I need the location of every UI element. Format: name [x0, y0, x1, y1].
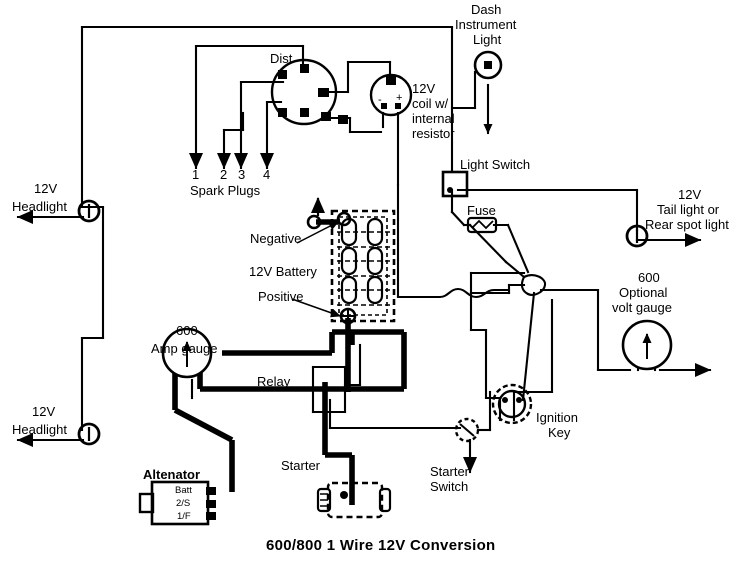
dash-light-label-line1: Dash [471, 2, 502, 17]
light-switch-label: Light Switch [460, 157, 531, 172]
wire-connector-upper-lead [504, 260, 526, 279]
light-switch-symbol[interactable] [441, 170, 469, 198]
alternator-terminal-2s: 2/S [176, 498, 191, 509]
tail-light-symbol [625, 224, 649, 248]
wire-connector-upper-lead2 [468, 223, 508, 264]
starter-symbol [316, 481, 392, 519]
wire-switch-to-fuse [450, 210, 466, 227]
starter-label: Starter [281, 458, 321, 473]
amp-gauge-symbol [161, 327, 213, 379]
headlight-upper-label-line1: 12V [34, 181, 58, 196]
volt-gauge-label-line3: volt gauge [612, 300, 672, 315]
spark-plugs-label: Spark Plugs [190, 183, 261, 198]
headlight-upper-label-line2: Headlight [12, 199, 67, 214]
battery-positive-label: Positive [258, 289, 304, 304]
wire-connector-to-ignition [521, 291, 536, 402]
wire-connector-body-lower [520, 275, 530, 296]
tail-light-label-line1: 12V [678, 187, 702, 202]
leader-lines [291, 221, 341, 318]
tail-light-label-line2: Tail light or [657, 202, 720, 217]
thick-amp-to-alt-diag [173, 407, 234, 443]
ignition-coil-symbol [369, 73, 413, 117]
starter-switch-label-line1: Starter [430, 464, 470, 479]
coil-label-line4: resistor [412, 126, 455, 141]
distributor-label: Dist [270, 51, 293, 66]
volt-gauge-symbol [621, 319, 673, 371]
spark-plug-number-4: 4 [263, 167, 271, 182]
spark-plug-number-1: 1 [192, 167, 200, 182]
coil-plus-label: + [396, 92, 403, 104]
dash-light-label-line2: Instrument [455, 17, 517, 32]
alternator-terminal-batt: Batt [175, 485, 192, 496]
coil-minus-label: - [378, 94, 382, 106]
amp-gauge-label-line1: 600 [176, 323, 198, 338]
headlight-lower-label-line2: Headlight [12, 422, 67, 437]
distributor-symbol [270, 58, 348, 126]
ignition-key-symbol[interactable] [491, 383, 533, 425]
coil-label-line1: 12V [412, 81, 436, 96]
relay-label: Relay [257, 374, 291, 389]
coil-label-line2: coil w/ [412, 96, 449, 111]
wire-fuse-to-connector [506, 223, 530, 274]
volt-gauge-label-line2: Optional [619, 285, 668, 300]
battery-negative-label: Negative [250, 231, 302, 246]
ignition-key-label-line1: Ignition [536, 410, 578, 425]
headlight-lower-label-line1: 12V [32, 404, 56, 419]
battery-label: 12V Battery [249, 264, 317, 279]
ignition-key-label-line2: Key [548, 425, 571, 440]
amp-gauge-label-line2: Amp gauge [151, 341, 218, 356]
fuse-label: Fuse [467, 203, 496, 218]
starter-switch-label-line2: Switch [430, 479, 469, 494]
alternator-symbol [138, 480, 216, 526]
wire-network-thin [16, 25, 712, 492]
headlight-lower-symbol [77, 422, 101, 446]
dash-instrument-light-symbol [473, 50, 503, 80]
volt-gauge-label-line1: 600 [638, 270, 660, 285]
alternator-terminal-1f: 1/F [177, 511, 191, 522]
coil-label-line3: internal [412, 111, 455, 126]
alternator-label: Altenator [143, 467, 201, 482]
wire-flex-squiggle [396, 287, 511, 299]
battery-symbol [306, 197, 396, 325]
tail-light-label-line3: Rear spot light [645, 217, 729, 232]
wire-connector-body-upper [522, 274, 547, 296]
diagram-title: 600/800 1 Wire 12V Conversion [266, 537, 496, 554]
spark-plug-number-3: 3 [238, 167, 246, 182]
dash-light-label-line3: Light [473, 32, 502, 47]
headlight-upper-symbol [77, 199, 101, 223]
fuse-symbol [466, 216, 498, 234]
spark-plug-number-2: 2 [220, 167, 228, 182]
starter-switch-symbol[interactable] [454, 417, 480, 443]
